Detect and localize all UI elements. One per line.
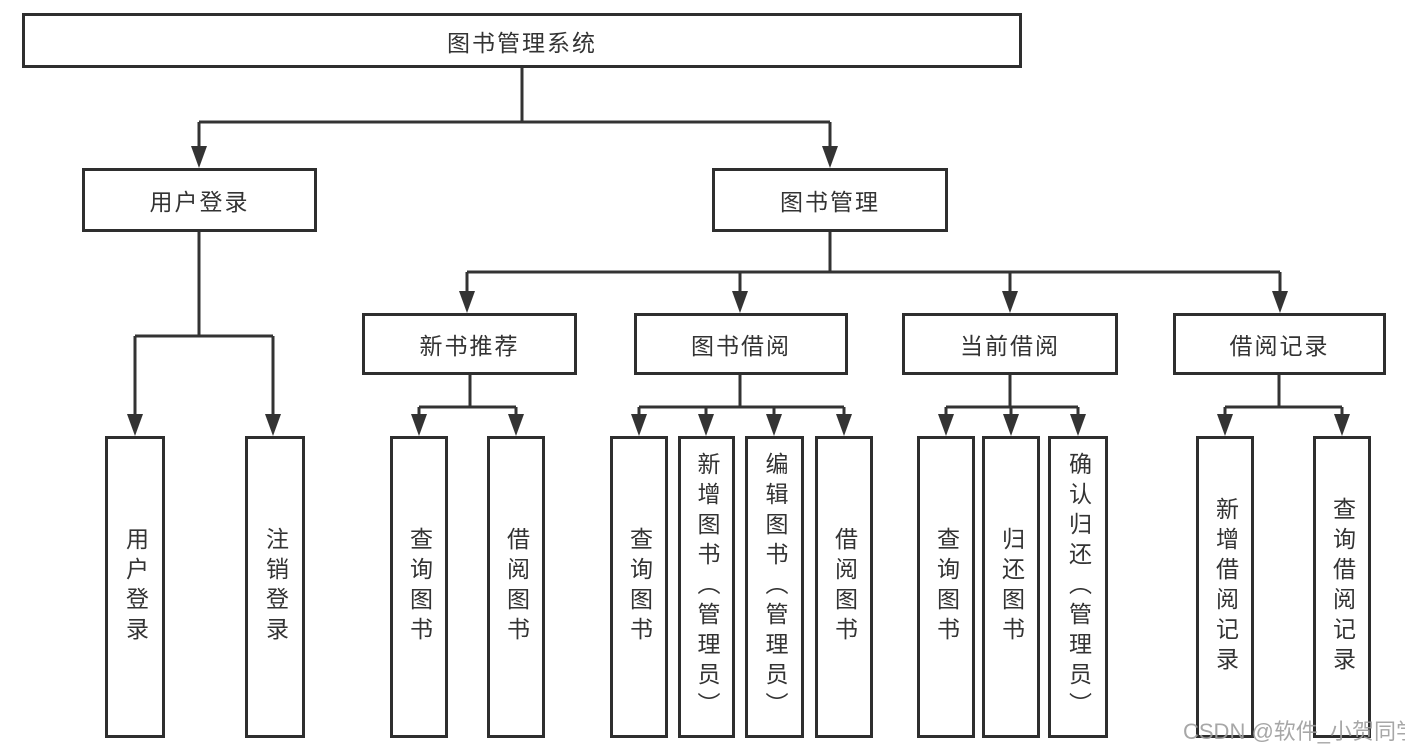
node-label: 编辑图书（管理员） <box>762 452 788 722</box>
node-book-borrow: 图书借阅 <box>634 313 848 375</box>
node-leaf-query-books-3: 查询图书 <box>917 436 975 738</box>
node-book-mgmt: 图书管理 <box>712 168 948 232</box>
node-borrow-records: 借阅记录 <box>1173 313 1386 375</box>
node-label: 图书管理系统 <box>447 29 597 56</box>
node-label: 当前借阅 <box>960 333 1060 359</box>
node-label: 新增借阅记录 <box>1212 497 1239 677</box>
connector-book-mgmt-to-sections <box>459 232 1288 313</box>
node-leaf-query-books-2: 查询图书 <box>610 436 668 738</box>
node-leaf-logout: 注销登录 <box>245 436 305 738</box>
node-new-book-rec: 新书推荐 <box>362 313 577 375</box>
connector-book-borrow-to-leaves <box>631 375 852 436</box>
connector-current-borrow-to-leaves <box>938 375 1086 436</box>
node-label: 借阅图书 <box>831 527 858 647</box>
connector-new-book-rec-to-leaves <box>411 375 524 436</box>
node-label: 归还图书 <box>998 527 1025 647</box>
node-leaf-query-books-1: 查询图书 <box>390 436 448 738</box>
node-label: 新增图书（管理员） <box>694 452 720 722</box>
node-label: 注销登录 <box>262 527 289 647</box>
node-leaf-add-borrow-record: 新增借阅记录 <box>1196 436 1254 738</box>
node-leaf-edit-books: 编辑图书（管理员） <box>745 436 804 738</box>
node-user-login: 用户登录 <box>82 168 317 232</box>
node-label: 借阅图书 <box>503 527 530 647</box>
node-leaf-add-books: 新增图书（管理员） <box>678 436 735 738</box>
node-label: 新书推荐 <box>419 333 520 359</box>
node-label: 借阅记录 <box>1229 333 1330 359</box>
node-current-borrow: 当前借阅 <box>902 313 1118 375</box>
node-label: 确认归还（管理员） <box>1065 452 1092 722</box>
node-label: 图书管理 <box>780 189 880 215</box>
node-label: 用户登录 <box>122 527 149 647</box>
node-leaf-borrow-books-1: 借阅图书 <box>487 436 545 738</box>
node-label: 查询图书 <box>626 527 653 647</box>
node-label: 查询借阅记录 <box>1329 497 1356 677</box>
csdn-watermark: CSDN @软件_小贺同学 <box>1183 719 1405 744</box>
node-leaf-confirm-return: 确认归还（管理员） <box>1048 436 1108 738</box>
node-root: 图书管理系统 <box>22 13 1022 68</box>
node-label: 查询图书 <box>406 527 433 647</box>
node-leaf-borrow-books-2: 借阅图书 <box>815 436 873 738</box>
node-leaf-return-books: 归还图书 <box>982 436 1040 738</box>
node-label: 用户登录 <box>149 189 250 215</box>
node-label: 图书借阅 <box>691 333 791 359</box>
connector-borrow-records-to-leaves <box>1217 375 1350 436</box>
connector-root-to-branches <box>191 68 838 168</box>
connector-user-login-to-leaves <box>127 232 281 436</box>
node-label: 查询图书 <box>933 527 960 647</box>
node-leaf-user-login: 用户登录 <box>105 436 165 738</box>
node-leaf-query-borrow-record: 查询借阅记录 <box>1313 436 1371 738</box>
